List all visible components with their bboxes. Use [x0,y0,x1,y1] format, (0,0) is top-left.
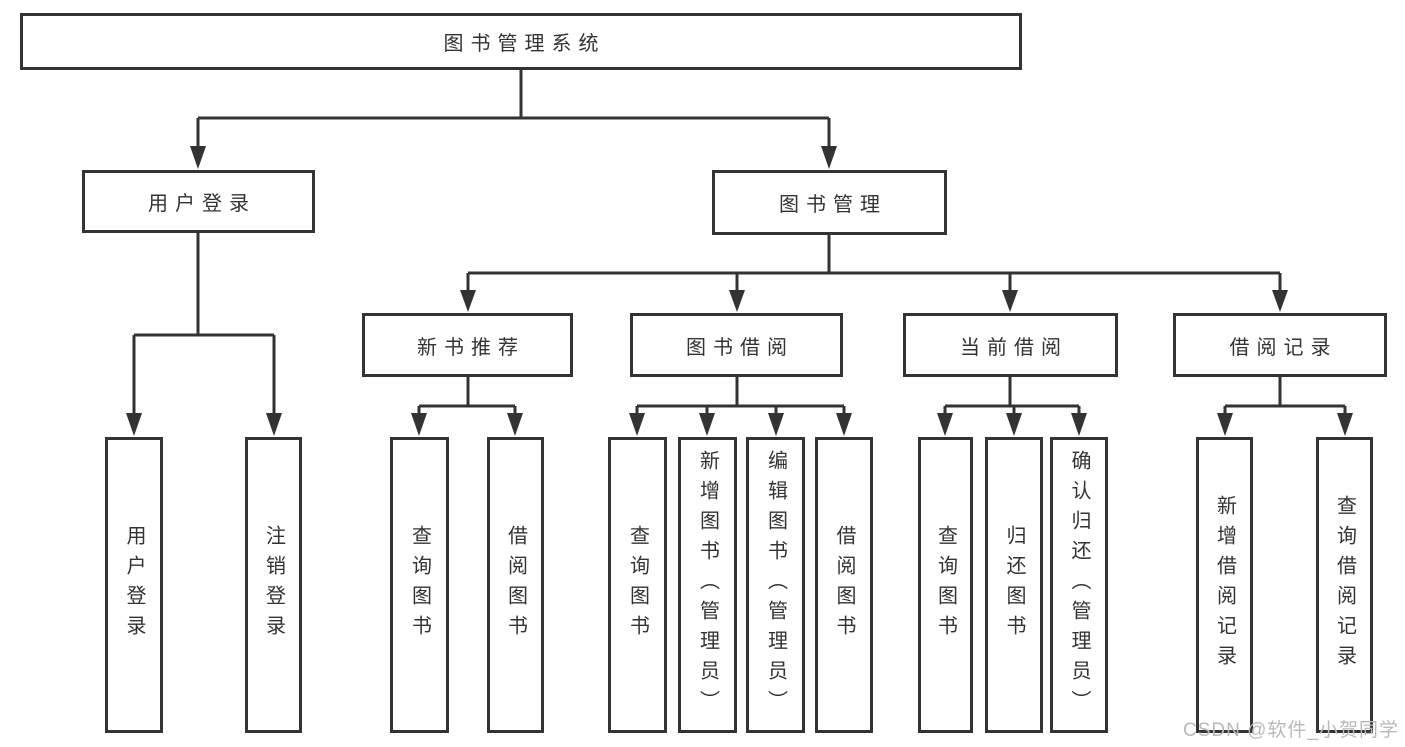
connector-current-borrow [937,377,1087,436]
node-root-system: 图书管理系统 [20,13,1022,70]
node-current-borrow: 当前借阅 [903,313,1118,377]
leaf-record-add: 新增借阅记录 [1196,437,1253,733]
node-book-management: 图书管理 [712,170,947,235]
node-new-book-recommend: 新书推荐 [362,313,573,377]
arrowhead [768,413,784,436]
arrowhead [1217,413,1233,436]
connector-borrow-record [1217,377,1353,436]
leaf-newbook-query: 查询图书 [390,437,449,733]
connector-root [190,70,837,169]
arrowhead [629,413,645,436]
arrowhead [821,146,837,169]
leaf-newbook-borrow: 借阅图书 [487,437,544,733]
node-book-borrow: 图书借阅 [630,313,843,377]
arrowhead [1071,413,1087,436]
arrowhead [1002,290,1018,312]
arrowhead [126,413,142,436]
arrowhead [1006,413,1022,436]
arrowhead [190,146,206,169]
leaf-user-login: 用户登录 [105,437,163,733]
arrowhead [699,413,715,436]
leaf-current-query-book: 查询图书 [918,437,973,733]
connector-book-borrow [629,377,852,436]
arrowhead [937,413,953,436]
connector-book-management [460,235,1288,312]
leaf-logout: 注销登录 [245,437,302,733]
arrowhead [411,413,427,436]
leaf-current-confirm-return-admin: 确认归还（管理员） [1050,437,1108,733]
csdn-watermark: CSDN @软件_小贺同学 [1183,720,1399,741]
leaf-record-query: 查询借阅记录 [1316,437,1373,733]
leaf-current-return-book: 归还图书 [985,437,1043,733]
connector-user-login [126,233,282,436]
node-user-login: 用户登录 [82,170,315,233]
arrowhead [836,413,852,436]
leaf-borrow-add-book-admin: 新增图书（管理员） [678,437,737,733]
arrowhead [460,290,476,312]
arrowhead [507,413,523,436]
connector-new-book [411,377,523,436]
node-borrow-record: 借阅记录 [1173,313,1387,377]
leaf-borrow-query-book: 查询图书 [608,437,667,733]
arrowhead [266,413,282,436]
leaf-borrow-edit-book-admin: 编辑图书（管理员） [746,437,805,733]
arrowhead [1337,413,1353,436]
leaf-borrow-borrow-book: 借阅图书 [815,437,873,733]
arrowhead [729,290,745,312]
arrowhead [1272,290,1288,312]
